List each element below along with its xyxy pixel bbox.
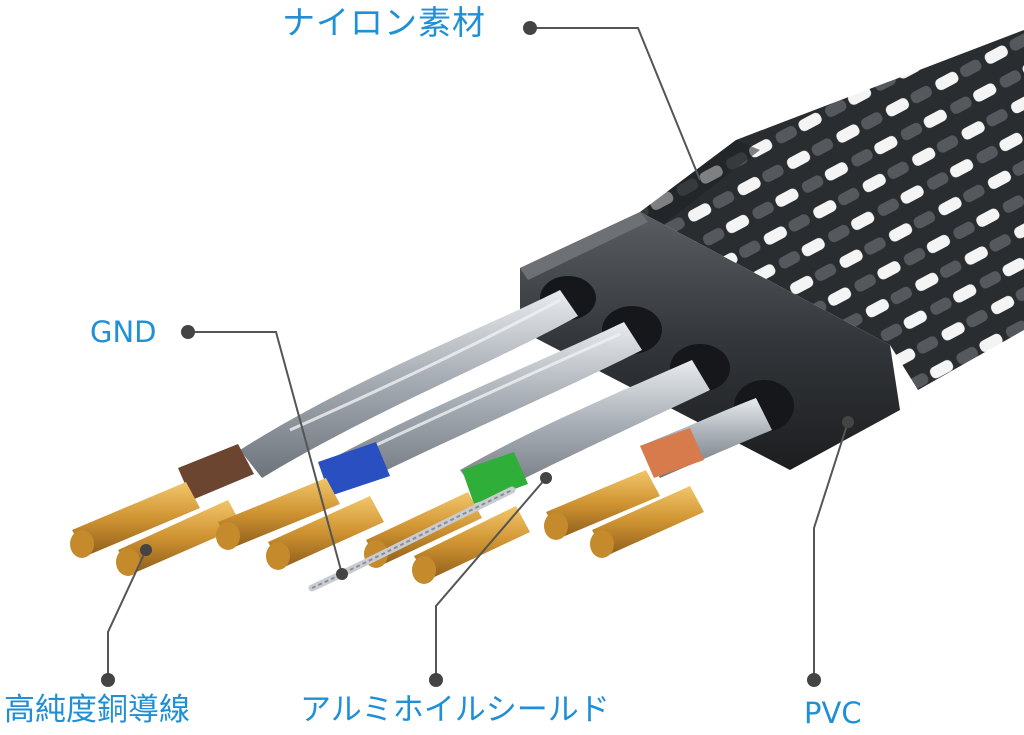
leader-dot-pvc (807, 673, 821, 687)
foil-shielded-pairs (240, 290, 772, 500)
braided-cable-body (640, 30, 1024, 390)
pair-color-markers (178, 428, 704, 504)
copper-conductors (70, 470, 704, 584)
leader-dot-gnd (181, 325, 195, 339)
label-pvc: PVC (804, 696, 862, 730)
leader-dot-foil-target (540, 472, 552, 484)
leader-dot-copper (101, 673, 115, 687)
leader-dot-foil (429, 673, 443, 687)
leader-dot-copper-target (140, 544, 152, 556)
ground-wire (308, 486, 516, 592)
label-gnd: GND (90, 315, 157, 349)
leader-dot-gnd-target (336, 568, 348, 580)
label-nylon-material: ナイロン素材 (282, 3, 486, 42)
label-copper-conductor: 高純度銅導線 (4, 692, 190, 728)
label-foil-shield: アルミホイルシールド (300, 692, 610, 728)
leader-lines (107, 27, 849, 680)
leader-dots (101, 21, 854, 687)
leader-dot-nylon (523, 21, 537, 35)
leader-dot-pvc-target (842, 416, 854, 428)
